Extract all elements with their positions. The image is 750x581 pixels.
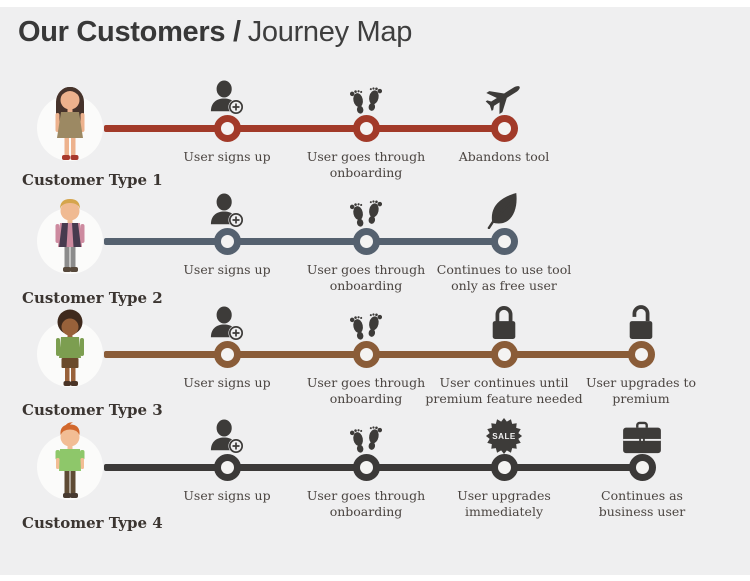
title-bold: Our Customers / [18, 16, 241, 48]
avatar [38, 308, 102, 392]
milestone-node [490, 340, 518, 368]
milestone-node [490, 453, 518, 481]
user-add-icon [209, 419, 245, 455]
milestone-caption: User continues until premium feature nee… [425, 375, 583, 406]
milestone-caption: Continues as business user [598, 488, 686, 519]
milestone-caption: User upgrades immediately [457, 488, 551, 519]
milestone-node [490, 227, 518, 255]
milestone-node [213, 114, 241, 142]
customer-type-label: Customer Type 4 [22, 514, 163, 532]
avatar [38, 82, 102, 166]
milestone-node [628, 453, 656, 481]
top-margin [0, 0, 750, 7]
sale-badge-text: SALE [492, 432, 516, 441]
footprints-icon [350, 425, 382, 455]
milestone-node [352, 227, 380, 255]
avatar-illustration-woman [56, 309, 84, 386]
milestone-caption: User upgrades to premium [585, 375, 697, 406]
sale-badge-icon: SALE [485, 417, 523, 455]
milestone-caption: User signs up [183, 262, 271, 277]
lock-open-icon [625, 304, 657, 342]
title-regular: Journey Map [247, 16, 413, 48]
milestone-caption: User goes through onboarding [306, 262, 426, 293]
leaf-icon [487, 191, 521, 229]
user-add-icon [209, 193, 245, 229]
milestone-node [490, 114, 518, 142]
avatar-illustration-man [55, 422, 85, 498]
bottom-margin [0, 575, 750, 581]
milestone-caption: User goes through onboarding [306, 149, 426, 180]
milestone-caption: User signs up [183, 149, 271, 164]
milestone-caption: Continues to use tool only as free user [436, 262, 572, 293]
milestone-caption: Abandons tool [458, 149, 550, 164]
customer-type-label: Customer Type 3 [22, 401, 163, 419]
milestone-node [352, 114, 380, 142]
customer-type-label: Customer Type 1 [22, 171, 163, 189]
lock-closed-icon [488, 304, 520, 342]
milestone-node [213, 453, 241, 481]
milestone-node [627, 340, 655, 368]
milestone-node [213, 340, 241, 368]
user-add-icon [209, 306, 245, 342]
footprints-icon [350, 312, 382, 342]
footprints-icon [350, 86, 382, 116]
avatar-illustration-woman [55, 87, 85, 160]
user-add-icon [209, 80, 245, 116]
milestone-node [352, 340, 380, 368]
avatar [38, 421, 102, 505]
footprints-icon [350, 199, 382, 229]
milestone-caption: User signs up [183, 488, 271, 503]
airplane-icon [483, 76, 525, 116]
milestone-node [213, 227, 241, 255]
milestone-caption: User goes through onboarding [306, 488, 426, 519]
avatar [38, 195, 102, 279]
avatar-illustration-man [55, 199, 85, 272]
page-title: Our Customers /Journey Map [18, 16, 412, 49]
milestone-caption: User goes through onboarding [306, 375, 426, 406]
milestone-node [352, 453, 380, 481]
milestone-caption: User signs up [183, 375, 271, 390]
timeline-track [104, 124, 504, 132]
briefcase-icon [621, 421, 663, 455]
timeline-track [104, 237, 504, 245]
customer-type-label: Customer Type 2 [22, 289, 163, 307]
